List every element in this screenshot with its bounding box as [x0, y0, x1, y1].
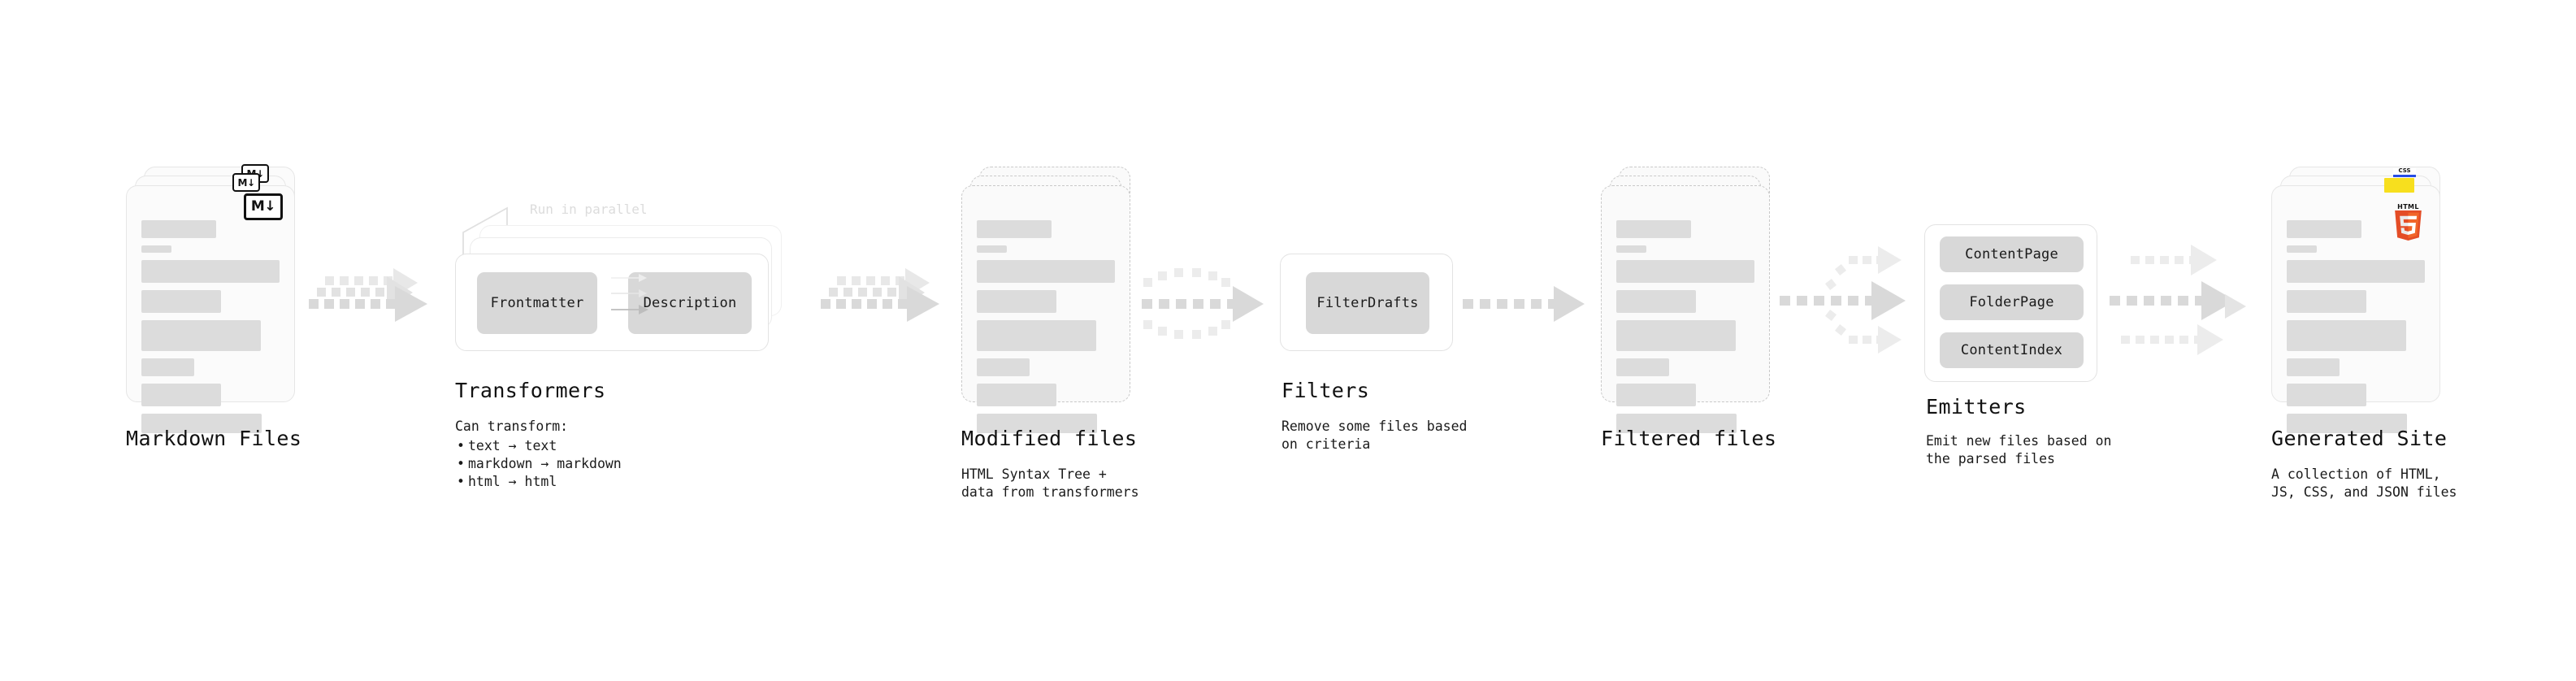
stage-title-generated-site: Generated Site — [2271, 427, 2448, 450]
stage-subtitle-emitters: Emit new files based on the parsed files — [1926, 433, 2112, 466]
run-in-parallel-leader — [462, 206, 508, 258]
stage-title-emitters: Emitters — [1926, 395, 2027, 419]
transformers-caption-item: html → html — [457, 473, 622, 491]
css-badge-label: CSS — [2398, 167, 2411, 174]
chip-frontmatter[interactable]: Frontmatter — [477, 272, 597, 334]
transformers-caption-list: text → text markdown → markdown html → h… — [455, 437, 622, 491]
skeleton-content — [977, 220, 1115, 440]
stage-subtitle-filters: Remove some files based on criteria — [1281, 419, 1468, 452]
stage-title-filters: Filters — [1281, 379, 1370, 402]
arrow-emitters-to-site — [2110, 245, 2236, 355]
html5-badge-label: HTML — [2397, 203, 2419, 210]
filtered-file-stack — [1601, 167, 1770, 433]
markdown-badge: M↓ — [244, 193, 283, 220]
chip-description[interactable]: Description — [628, 272, 752, 334]
transformers-caption-item: markdown → markdown — [457, 455, 622, 473]
arrow-markdown-to-transformers — [309, 268, 427, 322]
transformer-card-front: Frontmatter Description — [455, 254, 769, 351]
arrow-transformers-to-modified — [821, 268, 939, 322]
transformer-internal-arrows — [611, 274, 648, 314]
stage-title-transformers: Transformers — [455, 379, 606, 402]
html5-badge: HTML — [2393, 203, 2423, 245]
transformers-caption-item: text → text — [457, 437, 622, 455]
arrow-filtered-to-emitters — [1780, 246, 1906, 354]
stage-subtitle-generated-site: A collection of HTML, JS, CSS, and JSON … — [2271, 466, 2457, 500]
stage-title-modified-files: Modified files — [961, 427, 1138, 450]
generated-site-stack: CSS HTML — [2271, 167, 2440, 433]
filters-card: FilterDrafts — [1280, 254, 1453, 351]
css-badge: CSS — [2393, 167, 2416, 177]
arrow-filters-to-filtered — [1463, 286, 1585, 322]
arrow-into-generated-site — [2225, 294, 2246, 319]
modified-file-stack — [961, 167, 1130, 433]
markdown-badge-back-1: M↓ — [232, 173, 260, 192]
skeleton-content — [2287, 220, 2425, 440]
chip-contentpage[interactable]: ContentPage — [1940, 236, 2084, 272]
modified-card-front — [961, 185, 1130, 433]
emitters-card: ContentPage FolderPage ContentIndex — [1924, 224, 2097, 382]
stage-subtitle-modified-files: HTML Syntax Tree + data from transformer… — [961, 466, 1139, 500]
stage-title-filtered-files: Filtered files — [1601, 427, 1777, 450]
js-badge — [2384, 178, 2414, 193]
transformers-caption-lead: Can transform: — [455, 419, 569, 434]
annotation-run-in-parallel: Run in parallel — [530, 202, 648, 217]
markdown-file-stack: M↓ M↓ M↓ — [126, 164, 295, 433]
transformers-caption: Can transform: text → text markdown → ma… — [455, 418, 622, 491]
chip-filterdrafts[interactable]: FilterDrafts — [1306, 272, 1429, 334]
arrow-modified-to-filters — [1142, 268, 1264, 339]
skeleton-content — [1616, 220, 1754, 440]
stage-title-markdown-files: Markdown Files — [126, 427, 302, 450]
chip-contentindex[interactable]: ContentIndex — [1940, 332, 2084, 368]
chip-folderpage[interactable]: FolderPage — [1940, 284, 2084, 320]
skeleton-content — [141, 220, 280, 440]
markdown-card-front — [126, 185, 295, 433]
filtered-card-front — [1601, 185, 1770, 433]
